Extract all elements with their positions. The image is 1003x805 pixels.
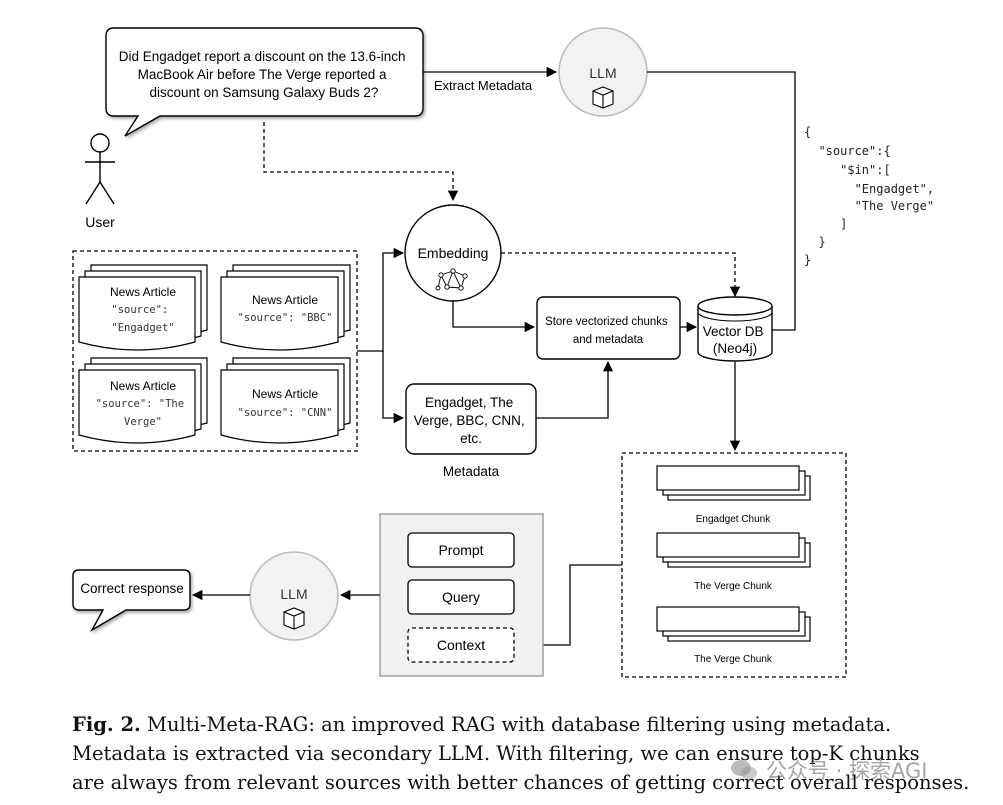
svg-text:"source": "BBC": "source": "BBC": [238, 312, 333, 324]
network-icon: [435, 268, 468, 291]
metadata-box: Engadget, The Verge, BBC, CNN, etc.: [405, 383, 537, 455]
article-title: News Article: [252, 293, 318, 307]
vector-db-node: Vector DB (Neo4j): [697, 296, 773, 362]
question-bubble: Did Engadget report a discount on the 13…: [105, 27, 424, 137]
response-label: Correct response: [80, 581, 184, 596]
figure-number: Fig. 2.: [72, 713, 141, 736]
json-line: "Engadget",: [804, 182, 934, 196]
embedding-label: Embedding: [418, 245, 489, 261]
json-line: }: [804, 235, 826, 249]
article-title: News Article: [110, 379, 176, 393]
json-line: ]: [804, 217, 847, 231]
articles-group: [72, 250, 358, 452]
svg-text:Store vectorized chunks: Store vectorized chunks and metadata: [545, 316, 671, 346]
store-box: Store vectorized chunks and metadata: [536, 296, 681, 360]
chunk-label: Engadget Chunk: [696, 514, 772, 525]
vector-db-line-1: Vector DB: [703, 324, 764, 339]
caption-line: Metadata is extracted via secondary LLM.…: [72, 742, 920, 765]
chunk-the-verge: [656, 606, 811, 642]
article-source: "source":: [111, 304, 168, 316]
query-label: Query: [442, 589, 480, 605]
chunk-label: The Verge Chunk: [694, 654, 773, 665]
watermark: 公众号 · 探索AGI: [730, 752, 980, 788]
prompt-label: Prompt: [438, 542, 483, 558]
figure-caption: Fig. 2. Multi-Meta-RAG: an improved RAG …: [72, 710, 974, 797]
article-title: News Article: [110, 285, 176, 299]
llm-bottom-node: LLM: [249, 551, 339, 641]
json-line: {: [804, 125, 811, 139]
store-line-1: Store vectorized chunks: [545, 316, 668, 328]
article-source: Verge": [124, 416, 162, 428]
svg-text:Engadget, The Verge, BBC: Engadget, The Verge, BBC, CNN, etc.: [414, 395, 529, 446]
vector-db-line-2: (Neo4j): [713, 341, 757, 356]
question-line-1: Did Engadget report a discount on the 13…: [119, 49, 406, 64]
svg-text:Did Engadget report a discount: Did Engadget report a discount on the 13…: [119, 49, 409, 100]
context-label: Context: [437, 637, 485, 653]
query-box: Query: [407, 579, 515, 615]
json-line: }: [804, 253, 811, 267]
json-line: "source":{: [804, 144, 891, 158]
question-line-2: MacBook Air before The Verge reported a: [138, 67, 387, 82]
metadata-label: Metadata: [443, 464, 500, 479]
svg-text:Vector DB (Neo4j): Vector DB (Neo4j): [703, 324, 768, 356]
articles-split-arrows: [357, 247, 405, 424]
embed-db-dashed-arrow: [501, 252, 741, 298]
user-label: User: [85, 214, 115, 230]
filter-arrow: [647, 71, 796, 336]
chunk-label: The Verge Chunk: [694, 581, 773, 592]
svg-text:"source": "CNN": "source": "CNN": [238, 407, 333, 419]
chunk-engadget: [656, 465, 811, 501]
llm-bottom-label: LLM: [280, 586, 307, 602]
wechat-icon: [730, 759, 758, 781]
query-embed-arrow: [263, 122, 459, 202]
article-bbc: News Article "source": "BBC": [220, 264, 351, 351]
metadata-line-2: Verge, BBC, CNN,: [414, 413, 525, 428]
json-filter: { "source":{ "$in":[ "Engadget", "The Ve…: [0, 0, 985, 267]
embed-store-arrow: [452, 301, 536, 333]
svg-text:"source": "Engadget": "source": "Engadget": [111, 304, 174, 334]
chunks-context-arrow: [516, 564, 622, 651]
svg-text:{ "source":{: { "source":{ "$in":[ "Engadget", "The Ve…: [0, 0, 985, 267]
article-source: "Engadget": [111, 322, 174, 334]
store-line-2: and metadata: [573, 334, 644, 346]
article-engadget: News Article "source": "Engadget": [78, 264, 208, 351]
cube-icon: [592, 86, 614, 109]
metadata-line-1: Engadget, The: [425, 395, 513, 410]
article-source: "source": "The: [96, 398, 185, 410]
article-title: News Article: [252, 387, 318, 401]
metadata-store-arrow: [536, 360, 614, 419]
caption-line: Multi-Meta-RAG: an improved RAG with dat…: [140, 713, 892, 736]
json-line: "The Verge": [804, 199, 934, 213]
llm-top-label: LLM: [589, 65, 616, 81]
article-source: "source": "CNN": [238, 407, 333, 419]
article-the-verge: News Article "source": "The Verge": [78, 357, 208, 444]
metadata-line-3: etc.: [460, 431, 482, 446]
llm-top-node: LLM: [558, 27, 648, 117]
json-line: "$in":[: [804, 163, 891, 177]
response-bubble: Correct response: [72, 569, 191, 632]
svg-text:"source": "The Verge": "source": "The Verge": [96, 398, 191, 428]
cube-icon: [283, 607, 305, 630]
embedding-node: Embedding: [404, 204, 502, 302]
question-line-3: discount on Samsung Galaxy Buds 2?: [150, 85, 379, 100]
article-source: "source": "BBC": [238, 312, 333, 324]
watermark-text: 公众号 · 探索AGI: [766, 759, 928, 783]
prompt-box: Prompt: [407, 532, 515, 568]
user-icon: [85, 133, 115, 205]
context-box: Context: [407, 627, 515, 663]
article-cnn: News Article "source": "CNN": [220, 357, 351, 444]
chunk-the-verge: [656, 532, 811, 568]
extract-metadata-label: Extract Metadata: [434, 78, 533, 93]
